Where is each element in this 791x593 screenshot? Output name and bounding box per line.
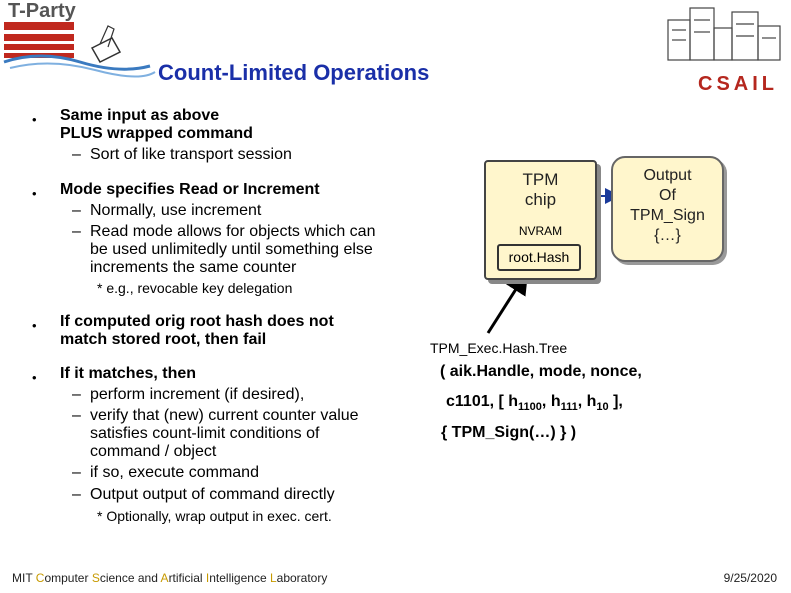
bullet-1-sub-1: Sort of like transport session bbox=[90, 146, 292, 163]
exec-args-part: , h bbox=[541, 393, 561, 410]
tpm-chip-box: TPM chip NVRAM root.Hash bbox=[484, 160, 597, 280]
footer-part: MIT bbox=[12, 571, 36, 585]
footer-part: ntelligence bbox=[209, 571, 270, 585]
roothash-box: root.Hash bbox=[497, 244, 581, 271]
output-line-4: {…} bbox=[654, 227, 681, 244]
bullet-3-line-1: If computed orig root hash does not bbox=[60, 313, 334, 330]
exec-command-name: TPM_Exec.Hash.Tree bbox=[430, 340, 568, 356]
bullet-dot: • bbox=[32, 112, 37, 127]
bullet-dot: • bbox=[32, 370, 37, 385]
exec-subscript: 111 bbox=[560, 401, 578, 414]
bullet-3-line-2: match stored root, then fail bbox=[60, 331, 267, 348]
output-box: Output Of TPM_Sign {…} bbox=[611, 156, 724, 262]
tpm-chip-title: TPM chip bbox=[486, 170, 595, 210]
footer-lab-name: MIT Computer Science and Artificial Inte… bbox=[12, 571, 327, 585]
footer-date: 9/25/2020 bbox=[723, 571, 777, 585]
exec-args-part: , h bbox=[577, 393, 597, 410]
bullet-2-sub-2-line-2: be used unlimitedly until something else bbox=[90, 241, 373, 258]
footer-part: omputer bbox=[44, 571, 92, 585]
bullet-4-sub-1: perform increment (if desired), bbox=[90, 386, 305, 403]
bullet-1-line-1: Same input as above bbox=[60, 107, 220, 124]
footer-part: aboratory bbox=[276, 571, 328, 585]
footer-initial: S bbox=[91, 571, 100, 585]
sub-dash: – bbox=[72, 407, 81, 424]
footer-initial: L bbox=[269, 571, 277, 585]
bullet-4-sub-2-line-2: satisfies count-limit conditions of bbox=[90, 425, 320, 442]
bullet-4-sub-3: if so, execute command bbox=[90, 464, 259, 481]
sub-dash: – bbox=[72, 223, 81, 240]
bullet-2: Mode specifies Read or Increment bbox=[60, 181, 320, 198]
footer-initial: A bbox=[160, 571, 169, 585]
sub-dash: – bbox=[72, 464, 81, 481]
bullet-1-line-2: PLUS wrapped command bbox=[60, 125, 253, 142]
bullet-4-note: * Optionally, wrap output in exec. cert. bbox=[97, 508, 332, 524]
nvram-label: NVRAM bbox=[518, 224, 563, 238]
tparty-logo-graphic bbox=[3, 22, 156, 78]
bullet-4: If it matches, then bbox=[60, 365, 197, 382]
output-line-3: TPM_Sign bbox=[630, 207, 705, 224]
exec-args-part: ], bbox=[608, 393, 623, 410]
exec-args-line-1: ( aik.Handle, mode, nonce, bbox=[440, 363, 642, 380]
tpm-chip-line-1: TPM bbox=[522, 170, 559, 189]
slide-title: Count-Limited Operations bbox=[158, 60, 430, 85]
bullet-2-note: * e.g., revocable key delegation bbox=[97, 280, 293, 296]
sub-dash: – bbox=[72, 146, 81, 163]
csail-label: CSAIL bbox=[698, 73, 778, 95]
bullet-2-sub-1: Normally, use increment bbox=[90, 202, 262, 219]
output-line-2: Of bbox=[659, 187, 676, 204]
exec-args-line-3: { TPM_Sign(…) } ) bbox=[441, 424, 577, 441]
output-line-1: Output bbox=[643, 167, 692, 184]
bullet-4-sub-4: Output output of command directly bbox=[90, 486, 335, 503]
exec-subscript: 1100 bbox=[518, 401, 542, 414]
tparty-label: T-Party bbox=[8, 0, 76, 22]
footer-part: cience and bbox=[99, 571, 161, 585]
exec-subscript: 10 bbox=[596, 401, 609, 414]
exec-args-part: c1101, [ h bbox=[446, 393, 519, 410]
bullet-4-sub-2-line-1: verify that (new) current counter value bbox=[90, 407, 359, 424]
csail-logo bbox=[660, 0, 791, 95]
exec-args-line-2: c1101, [ h1100, h111, h10 ], bbox=[446, 393, 623, 413]
sub-dash: – bbox=[72, 486, 81, 503]
sub-dash: – bbox=[72, 202, 81, 219]
bullet-2-sub-2-line-1: Read mode allows for objects which can bbox=[90, 223, 376, 240]
bullet-4-sub-2-line-3: command / object bbox=[90, 443, 217, 460]
sub-dash: – bbox=[72, 386, 81, 403]
tparty-logo bbox=[0, 0, 160, 80]
footer-part: rtificial bbox=[168, 571, 206, 585]
csail-building-graphic bbox=[667, 7, 781, 61]
footer-initial: C bbox=[35, 571, 45, 585]
bullet-dot: • bbox=[32, 318, 37, 333]
arrow-to-roothash bbox=[486, 269, 529, 334]
bullet-dot: • bbox=[32, 186, 37, 201]
bullet-2-sub-2-line-3: increments the same counter bbox=[90, 259, 297, 276]
footer-initial: I bbox=[205, 571, 210, 585]
tpm-chip-line-2: chip bbox=[524, 190, 557, 209]
